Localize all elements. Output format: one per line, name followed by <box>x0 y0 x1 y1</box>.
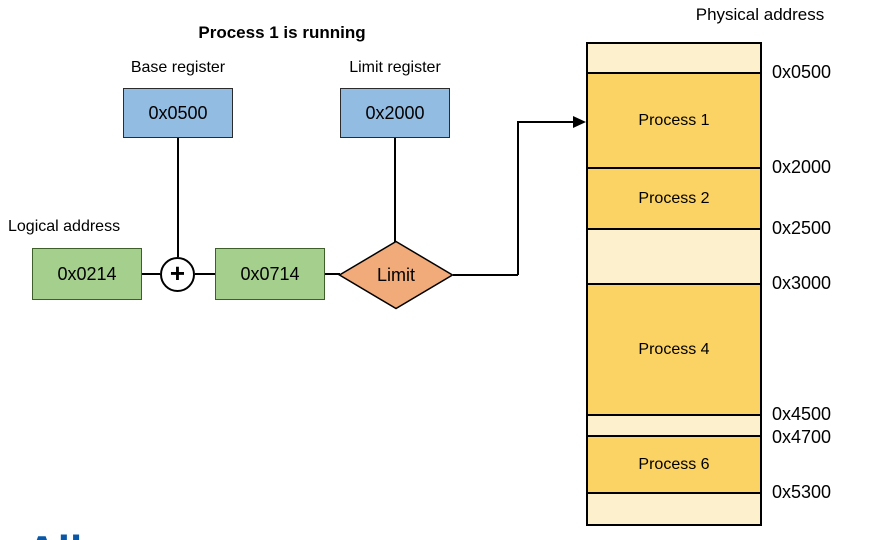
diagram-title: Process 1 is running <box>198 23 366 42</box>
result-to-diamond-line <box>325 273 340 275</box>
limit-check-label: Limit <box>376 264 415 285</box>
arrow-horizontal-lower <box>453 274 518 276</box>
memory-segment-process-1: Process 1 <box>588 74 760 169</box>
watermark-logo: All <box>26 527 82 540</box>
base-register-label: Base register <box>130 59 226 76</box>
memory-segment-free-1 <box>588 230 760 285</box>
physical-address-result-box: 0x0714 <box>215 248 325 300</box>
memory-segment-process-2: Process 2 <box>588 169 760 230</box>
memory-segment-free-3 <box>588 494 760 524</box>
boundary-address-0: 0x0500 <box>772 62 832 82</box>
memory-segment-label: Process 4 <box>638 340 710 358</box>
boundary-address-3: 0x3000 <box>772 273 832 293</box>
boundary-address-1: 0x2000 <box>772 157 832 177</box>
adder-to-result-line <box>195 273 215 275</box>
boundary-address-5: 0x4700 <box>772 427 832 447</box>
memory-segment-label: Process 6 <box>638 455 710 473</box>
boundary-address-4: 0x4500 <box>772 404 832 424</box>
base-register-box: 0x0500 <box>123 88 233 138</box>
boundary-address-2: 0x2500 <box>772 218 832 238</box>
limit-to-diamond-line <box>394 138 396 242</box>
logical-to-adder-line <box>142 273 160 275</box>
base-to-adder-line <box>177 138 179 257</box>
limit-register-box: 0x2000 <box>340 88 450 138</box>
physical-memory-map: Process 1 Process 2 Process 4 Process 6 <box>586 42 762 526</box>
logical-address-box: 0x0214 <box>32 248 142 300</box>
arrowhead-icon <box>573 116 586 128</box>
diamond-shape <box>338 240 454 310</box>
logical-address-label: Logical address <box>8 218 121 235</box>
boundary-address-6: 0x5300 <box>772 482 832 502</box>
logical-address-value: 0x0214 <box>57 263 117 284</box>
limit-register-label: Limit register <box>349 59 441 76</box>
plus-icon: + <box>169 257 186 288</box>
adder-node: + <box>160 257 195 292</box>
memory-segment-free-0 <box>588 44 760 74</box>
physical-address-result-value: 0x0714 <box>240 263 300 284</box>
memory-segment-process-6: Process 6 <box>588 437 760 494</box>
limit-register-value: 0x2000 <box>365 102 425 123</box>
memory-segment-free-2 <box>588 416 760 437</box>
memory-segment-label: Process 1 <box>638 111 710 129</box>
arrow-horizontal-upper <box>517 121 575 123</box>
memory-segment-label: Process 2 <box>638 189 710 207</box>
physical-address-heading: Physical address <box>695 5 825 24</box>
limit-check-diamond: Limit <box>338 240 454 310</box>
base-register-value: 0x0500 <box>148 102 208 123</box>
memory-segment-process-4: Process 4 <box>588 285 760 416</box>
arrow-vertical <box>517 121 519 275</box>
